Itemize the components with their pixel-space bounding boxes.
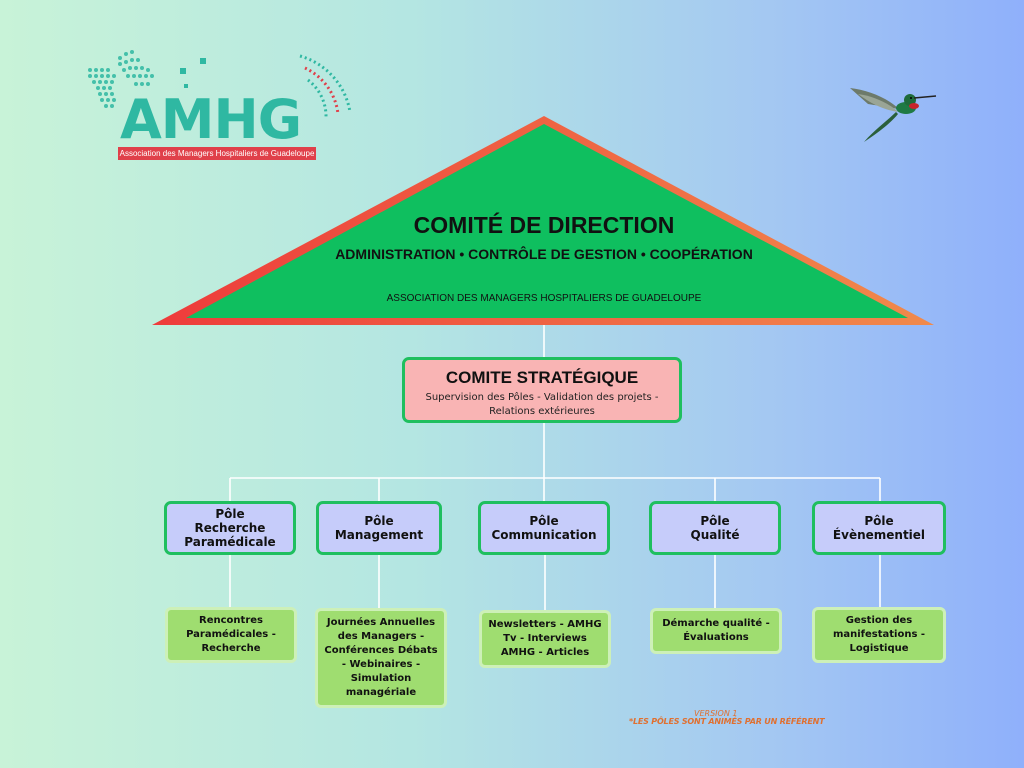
- hummingbird-icon: [850, 88, 937, 142]
- tasks-evenementiel: Gestion des manifestations - Logistique: [812, 607, 946, 663]
- tasks-qualite: Démarche qualité - Évaluations: [650, 608, 782, 654]
- pole-recherche-paramedicale: Pôle Recherche Paramédicale: [164, 501, 296, 555]
- connector-lines: [229, 325, 881, 610]
- direction-triangle: [186, 124, 908, 318]
- pole-communication: Pôle Communication: [478, 501, 610, 555]
- logo-dots: [180, 58, 206, 88]
- direction-organization: ASSOCIATION DES MANAGERS HOSPITALIERS DE…: [386, 293, 702, 304]
- tasks-communication: Newsletters - AMHG Tv - Interviews AMHG …: [479, 610, 611, 668]
- tasks-recherche-paramedicale: Rencontres Paramédicales - Recherche: [165, 607, 297, 663]
- direction-subtitle: ADMINISTRATION • CONTRÔLE DE GESTION • C…: [335, 246, 753, 262]
- strategic-title: COMITE STRATÉGIQUE: [445, 368, 639, 387]
- pole-management: Pôle Management: [316, 501, 442, 555]
- tasks-management: Journées Annuelles des Managers - Confér…: [315, 608, 447, 708]
- logo-subtitle: Association des Managers Hospitaliers de…: [118, 147, 316, 160]
- direction-title: COMITÉ DE DIRECTION: [413, 212, 675, 238]
- footer-note: *LES PÔLES SONT ANIMÉS PAR UN RÉFÉRENT: [629, 717, 825, 726]
- logo-arcs: [299, 54, 352, 119]
- strategic-committee-box: COMITE STRATÉGIQUE Supervision des Pôles…: [402, 357, 682, 423]
- guadeloupe-map-dots: [88, 50, 154, 108]
- pole-qualite: Pôle Qualité: [649, 501, 781, 555]
- version-label: VERSION 1: [694, 709, 738, 718]
- pole-evenementiel: Pôle Évènementiel: [812, 501, 946, 555]
- strategic-description: Supervision des Pôles - Validation des p…: [425, 392, 659, 417]
- amhg-logo-icon: [88, 50, 352, 119]
- logo-title: AMHG: [120, 88, 302, 151]
